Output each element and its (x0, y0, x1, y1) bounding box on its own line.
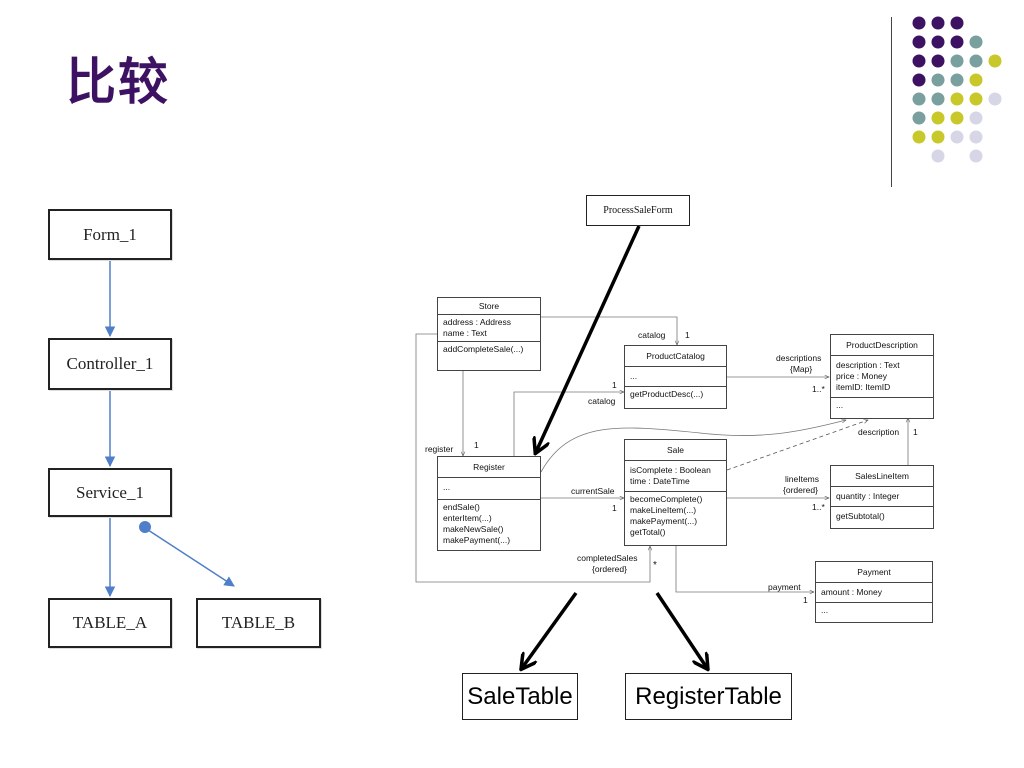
attribute: address : Address (443, 317, 512, 327)
class-operations: addCompleteSale(...) (438, 342, 540, 357)
operation: getTotal() (630, 527, 666, 537)
label-descriptions: descriptions (776, 353, 822, 363)
operation: makePayment(...) (630, 516, 698, 526)
table-b-box: TABLE_B (196, 598, 321, 648)
label-catalog-register: catalog (588, 396, 616, 406)
page-title: 比较 (66, 53, 170, 111)
table-a-box: TABLE_A (48, 598, 172, 648)
attribute: itemID: ItemID (836, 382, 891, 392)
class-operations: getSubtotal() (831, 507, 933, 524)
uml-class-sale: Sale isComplete : Boolean time : DateTim… (624, 439, 727, 546)
label-ordered: {ordered} (592, 564, 627, 574)
label-description: description (858, 427, 900, 437)
label-catalog-top: catalog (638, 330, 666, 340)
label-multiplicity: 1..* (812, 384, 825, 394)
operation: getProductDesc(...) (630, 389, 704, 399)
form-box: Form_1 (48, 209, 172, 260)
class-operations: ... (831, 398, 933, 413)
class-attributes: quantity : Integer (831, 487, 933, 507)
class-name: ProductDescription (831, 335, 933, 356)
operation: ... (821, 605, 829, 615)
decorative-dot-grid (912, 16, 1002, 163)
label-multiplicity: 1 (612, 503, 617, 513)
class-attributes: address : Address name : Text (438, 315, 540, 342)
class-name: Sale (625, 440, 726, 461)
label-payment: payment (768, 582, 801, 592)
operation: makePayment(...) (443, 535, 511, 545)
uml-class-payment: Payment amount : Money ... (815, 561, 933, 623)
attribute: time : DateTime (630, 476, 690, 486)
operation: becomeComplete() (630, 494, 703, 504)
service-box: Service_1 (48, 468, 172, 517)
label-multiplicity: 1 (612, 380, 617, 390)
attribute: description : Text (836, 360, 900, 370)
class-attributes: isComplete : Boolean time : DateTime (625, 461, 726, 492)
attribute: ... (443, 482, 451, 492)
class-name: Register (438, 457, 540, 478)
label-multiplicity: 1 (685, 330, 690, 340)
label-completed-sales: completedSales (577, 553, 638, 563)
label-current-sale: currentSale (571, 486, 615, 496)
uml-class-product-catalog: ProductCatalog ... getProductDesc(...) (624, 345, 727, 409)
label-multiplicity: 1 (803, 595, 808, 605)
attribute: price : Money (836, 371, 888, 381)
label-register: register (425, 444, 454, 454)
operation: endSale() (443, 502, 480, 512)
left-flow-arrows (104, 260, 235, 598)
operation: enterItem(...) (443, 513, 492, 523)
label-multiplicity: 1 (474, 440, 479, 450)
class-operations: ... (816, 603, 932, 618)
label-line-items: lineItems (785, 474, 820, 484)
operation: makeNewSale() (443, 524, 504, 534)
class-attributes: amount : Money (816, 583, 932, 603)
label-ordered: {ordered} (783, 485, 818, 495)
service-origin-dot (139, 521, 151, 533)
class-attributes: ... (625, 367, 726, 387)
label-multiplicity: * (653, 560, 657, 571)
attribute: name : Text (443, 328, 487, 338)
class-operations: getProductDesc(...) (625, 387, 726, 402)
class-attributes: ... (438, 478, 540, 500)
class-attributes: description : Text price : Money itemID:… (831, 356, 933, 398)
label-multiplicity: 1 (913, 427, 918, 437)
operation: addCompleteSale(...) (443, 344, 524, 354)
sale-table-box: SaleTable (462, 673, 578, 720)
operation: makeLineItem(...) (630, 505, 697, 515)
class-name: SalesLineItem (831, 466, 933, 487)
uml-class-register: Register ... endSale() enterItem(...) ma… (437, 456, 541, 551)
operation: getSubtotal() (836, 511, 885, 521)
class-operations: endSale() enterItem(...) makeNewSale() m… (438, 500, 540, 548)
class-name: Store (438, 298, 540, 315)
uml-class-sales-line-item: SalesLineItem quantity : Integer getSubt… (830, 465, 934, 529)
register-table-box: RegisterTable (625, 673, 792, 720)
attribute: amount : Money (821, 587, 882, 597)
class-name: ProductCatalog (625, 346, 726, 367)
controller-box: Controller_1 (48, 338, 172, 390)
attribute: quantity : Integer (836, 491, 900, 501)
class-operations: becomeComplete() makeLineItem(...) makeP… (625, 492, 726, 540)
label-multiplicity: 1..* (812, 502, 825, 512)
process-sale-form-box: ProcessSaleForm (586, 195, 690, 226)
uml-class-store: Store address : Address name : Text addC… (437, 297, 541, 371)
divider-line (891, 17, 892, 187)
attribute: ... (630, 371, 638, 381)
class-name: Payment (816, 562, 932, 583)
label-map: {Map} (790, 364, 813, 374)
uml-class-product-description: ProductDescription description : Text pr… (830, 334, 934, 419)
attribute: isComplete : Boolean (630, 465, 711, 475)
operation: ... (836, 400, 844, 410)
